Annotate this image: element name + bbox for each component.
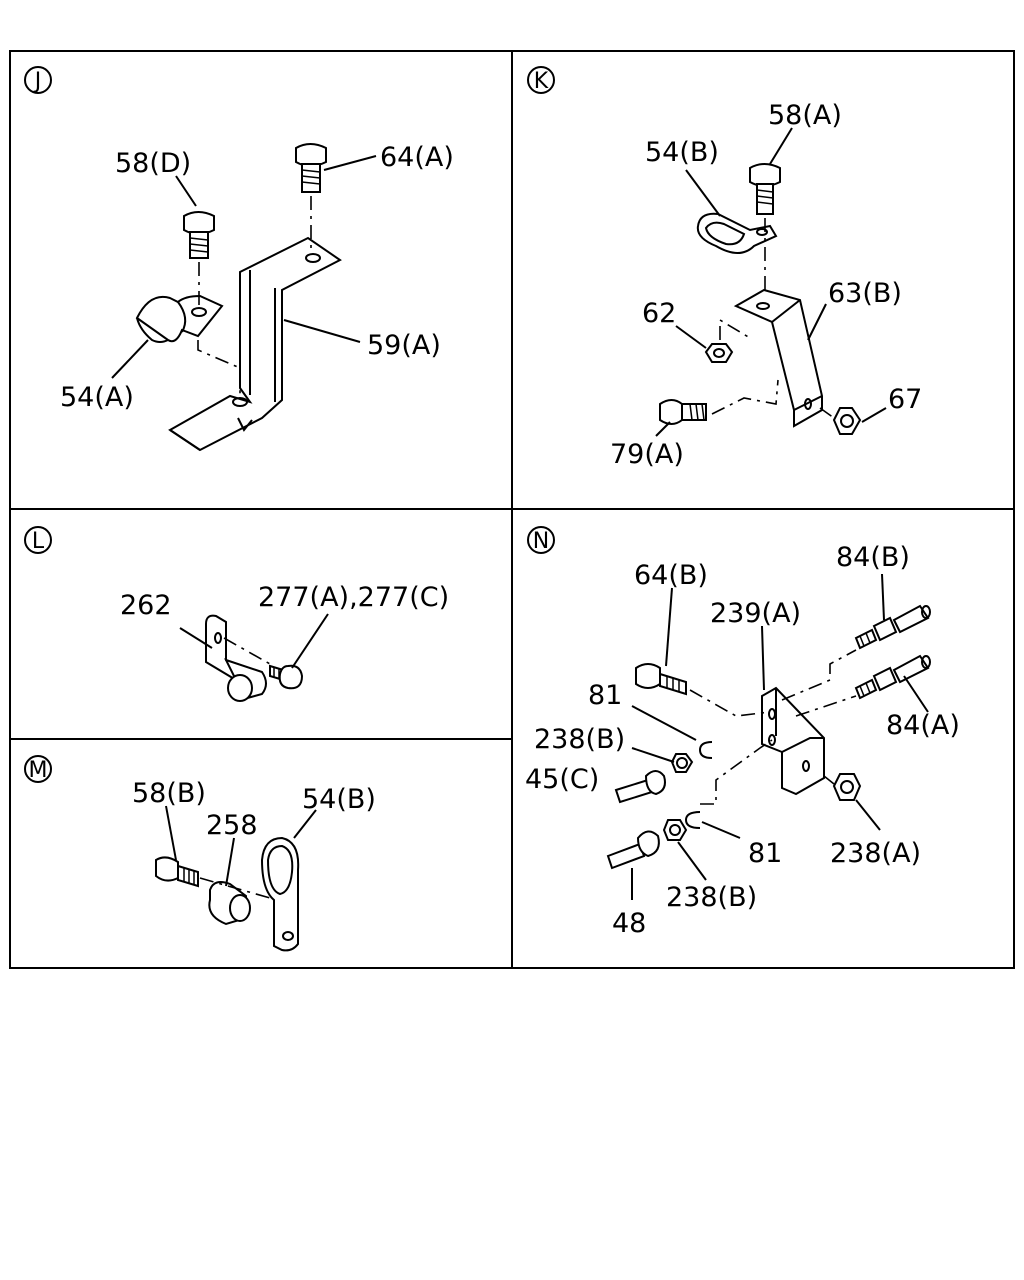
nut-62-drawing bbox=[704, 343, 734, 363]
nut-67-drawing bbox=[832, 407, 862, 435]
label-54b-m: 54(B) bbox=[302, 784, 376, 815]
label-238a: 238(A) bbox=[830, 838, 921, 869]
bolt-277-drawing bbox=[269, 664, 304, 690]
label-48: 48 bbox=[612, 908, 646, 939]
label-45c: 45(C) bbox=[525, 764, 599, 795]
fitting-48-drawing bbox=[606, 830, 660, 870]
label-58b: 58(B) bbox=[132, 778, 206, 809]
panel-grid bbox=[9, 50, 1015, 969]
clamp-54b-m-drawing bbox=[260, 836, 300, 952]
panel-m-letter: M bbox=[29, 758, 48, 783]
label-84b: 84(B) bbox=[836, 542, 910, 573]
bolt-79a-drawing bbox=[659, 399, 707, 425]
collar-258-drawing bbox=[208, 881, 251, 926]
label-63b: 63(B) bbox=[828, 278, 902, 309]
nut-238a-drawing bbox=[832, 773, 862, 801]
label-81-top: 81 bbox=[588, 680, 622, 711]
clip-81-top-drawing bbox=[698, 741, 713, 759]
clip-262-drawing bbox=[205, 614, 267, 702]
panel-k-marker: K bbox=[527, 66, 555, 94]
panel-j: J bbox=[24, 66, 454, 452]
bolt-58b-drawing bbox=[155, 856, 199, 888]
panel-n-marker: N bbox=[527, 526, 555, 554]
label-54b-k: 54(B) bbox=[645, 137, 719, 168]
label-262: 262 bbox=[120, 590, 172, 621]
label-238b-bottom: 238(B) bbox=[666, 882, 757, 913]
panel-l: L 262 277(A),277(C) bbox=[24, 526, 449, 702]
panel-m: M 58(B) 258 54(B) bbox=[24, 755, 376, 952]
panel-l-letter: L bbox=[32, 529, 45, 554]
bracket-239a-drawing bbox=[761, 686, 825, 796]
nut-238b-bottom-drawing bbox=[662, 819, 688, 841]
label-79a: 79(A) bbox=[610, 439, 684, 470]
bolt-64b-drawing bbox=[635, 663, 687, 696]
label-62: 62 bbox=[642, 298, 676, 329]
connector-84b-drawing bbox=[854, 604, 931, 650]
label-59a: 59(A) bbox=[367, 330, 441, 361]
label-64b: 64(B) bbox=[634, 560, 708, 591]
bracket-59a-drawing bbox=[168, 236, 342, 452]
clamp-54b-k-drawing bbox=[696, 212, 778, 254]
label-258: 258 bbox=[206, 810, 258, 841]
label-64a: 64(A) bbox=[380, 142, 454, 173]
label-81-bottom: 81 bbox=[748, 838, 782, 869]
nut-238b-top-drawing bbox=[670, 753, 694, 773]
fitting-45c-drawing bbox=[614, 770, 666, 804]
bolt-58a-drawing bbox=[749, 163, 781, 215]
bracket-63b-drawing bbox=[733, 288, 823, 428]
label-67: 67 bbox=[888, 384, 922, 415]
label-58d: 58(D) bbox=[115, 148, 191, 179]
clip-81-bottom-drawing bbox=[684, 811, 701, 829]
panel-j-letter: J bbox=[33, 69, 42, 94]
clamp-54a-drawing bbox=[135, 294, 224, 343]
label-58a: 58(A) bbox=[768, 100, 842, 131]
panel-k: K bbox=[527, 66, 922, 470]
label-238b-top: 238(B) bbox=[534, 724, 625, 755]
panel-l-marker: L bbox=[24, 526, 52, 554]
label-239a: 239(A) bbox=[710, 598, 801, 629]
panel-n: N bbox=[525, 526, 960, 939]
label-84a: 84(A) bbox=[886, 710, 960, 741]
panel-k-letter: K bbox=[534, 69, 549, 94]
panel-m-marker: M bbox=[24, 755, 52, 783]
panel-n-letter: N bbox=[533, 529, 549, 554]
label-54a: 54(A) bbox=[60, 382, 134, 413]
bolt-64a-drawing bbox=[295, 143, 327, 193]
connector-84a-drawing bbox=[854, 654, 931, 700]
panel-j-marker: J bbox=[24, 66, 52, 94]
label-277: 277(A),277(C) bbox=[258, 582, 449, 613]
bolt-58d-drawing bbox=[183, 211, 215, 259]
